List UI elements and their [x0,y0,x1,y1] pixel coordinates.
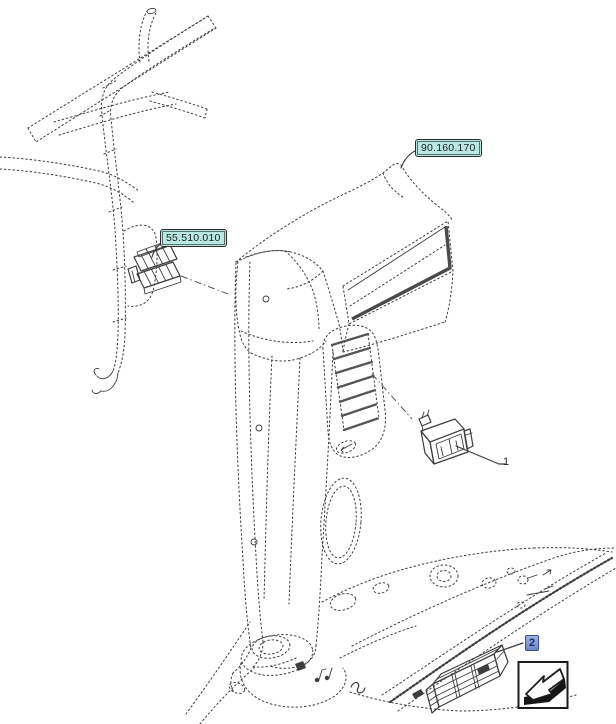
ref-label-text: 55.510.010 [162,231,225,245]
item-number-1[interactable]: 1 [503,456,510,468]
item-number-2-badge[interactable]: 2 [525,635,539,651]
ref-label-text: 90.160.170 [417,141,480,155]
cab-floor-art [185,547,616,724]
crate-part-art[interactable] [425,642,524,714]
switch-part-art[interactable] [418,409,506,465]
windshield-frame-art [27,15,217,143]
ref-label-55-510-010[interactable]: 55.510.010 [160,229,227,247]
pillar-trim-art [230,261,386,693]
view-direction-arrow-icon[interactable] [517,661,569,709]
ref-label-90-160-170[interactable]: 90.160.170 [415,139,482,157]
display-housing-art [235,163,454,362]
wiring-harness-art [0,7,214,394]
harness-connectors-art [127,240,182,295]
assembly-leader-lines [180,275,413,420]
